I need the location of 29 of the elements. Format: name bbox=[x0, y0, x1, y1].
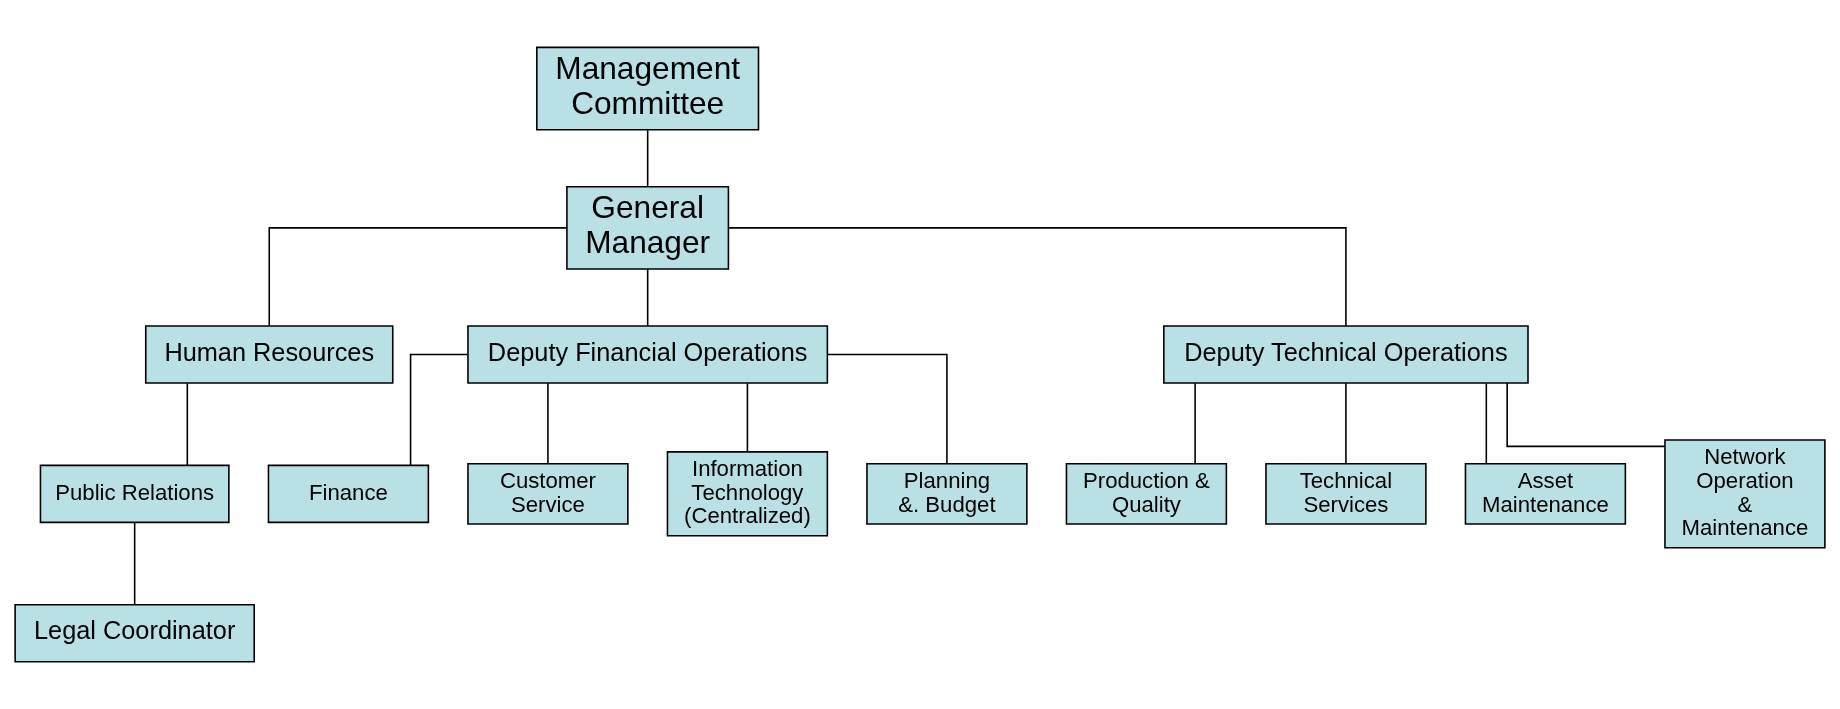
connector bbox=[1506, 382, 1666, 448]
node-box: General Manager bbox=[566, 185, 730, 270]
node-box: Production & Quality bbox=[1065, 462, 1228, 525]
connector bbox=[827, 353, 948, 465]
node-box: Deputy Financial Operations bbox=[467, 325, 829, 384]
connector bbox=[1485, 382, 1488, 465]
connector bbox=[186, 382, 189, 466]
node-box: Legal Coordinator bbox=[14, 603, 255, 663]
connector bbox=[646, 129, 649, 188]
connector bbox=[746, 382, 749, 453]
node-box: Information Technology (Centralized) bbox=[666, 451, 829, 537]
connector bbox=[1345, 382, 1347, 465]
node-box: Deputy Technical Operations bbox=[1163, 325, 1529, 384]
node-box: Planning &. Budget bbox=[866, 462, 1028, 525]
connector bbox=[409, 353, 469, 466]
connector bbox=[727, 227, 1347, 327]
node-box: Asset Maintenance bbox=[1464, 462, 1627, 525]
node-box: Management Committee bbox=[536, 46, 760, 131]
node-box: Technical Services bbox=[1265, 462, 1427, 525]
connector bbox=[547, 382, 549, 465]
connector bbox=[133, 521, 136, 606]
node-box: Customer Service bbox=[467, 462, 629, 525]
node-box: Human Resources bbox=[144, 325, 394, 384]
connector bbox=[646, 268, 649, 327]
connector bbox=[1194, 382, 1196, 465]
node-box: Finance bbox=[267, 464, 430, 524]
node-box: Public Relations bbox=[39, 464, 230, 524]
connector bbox=[268, 227, 568, 327]
node-box: Network Operation & Maintenance bbox=[1664, 439, 1826, 549]
